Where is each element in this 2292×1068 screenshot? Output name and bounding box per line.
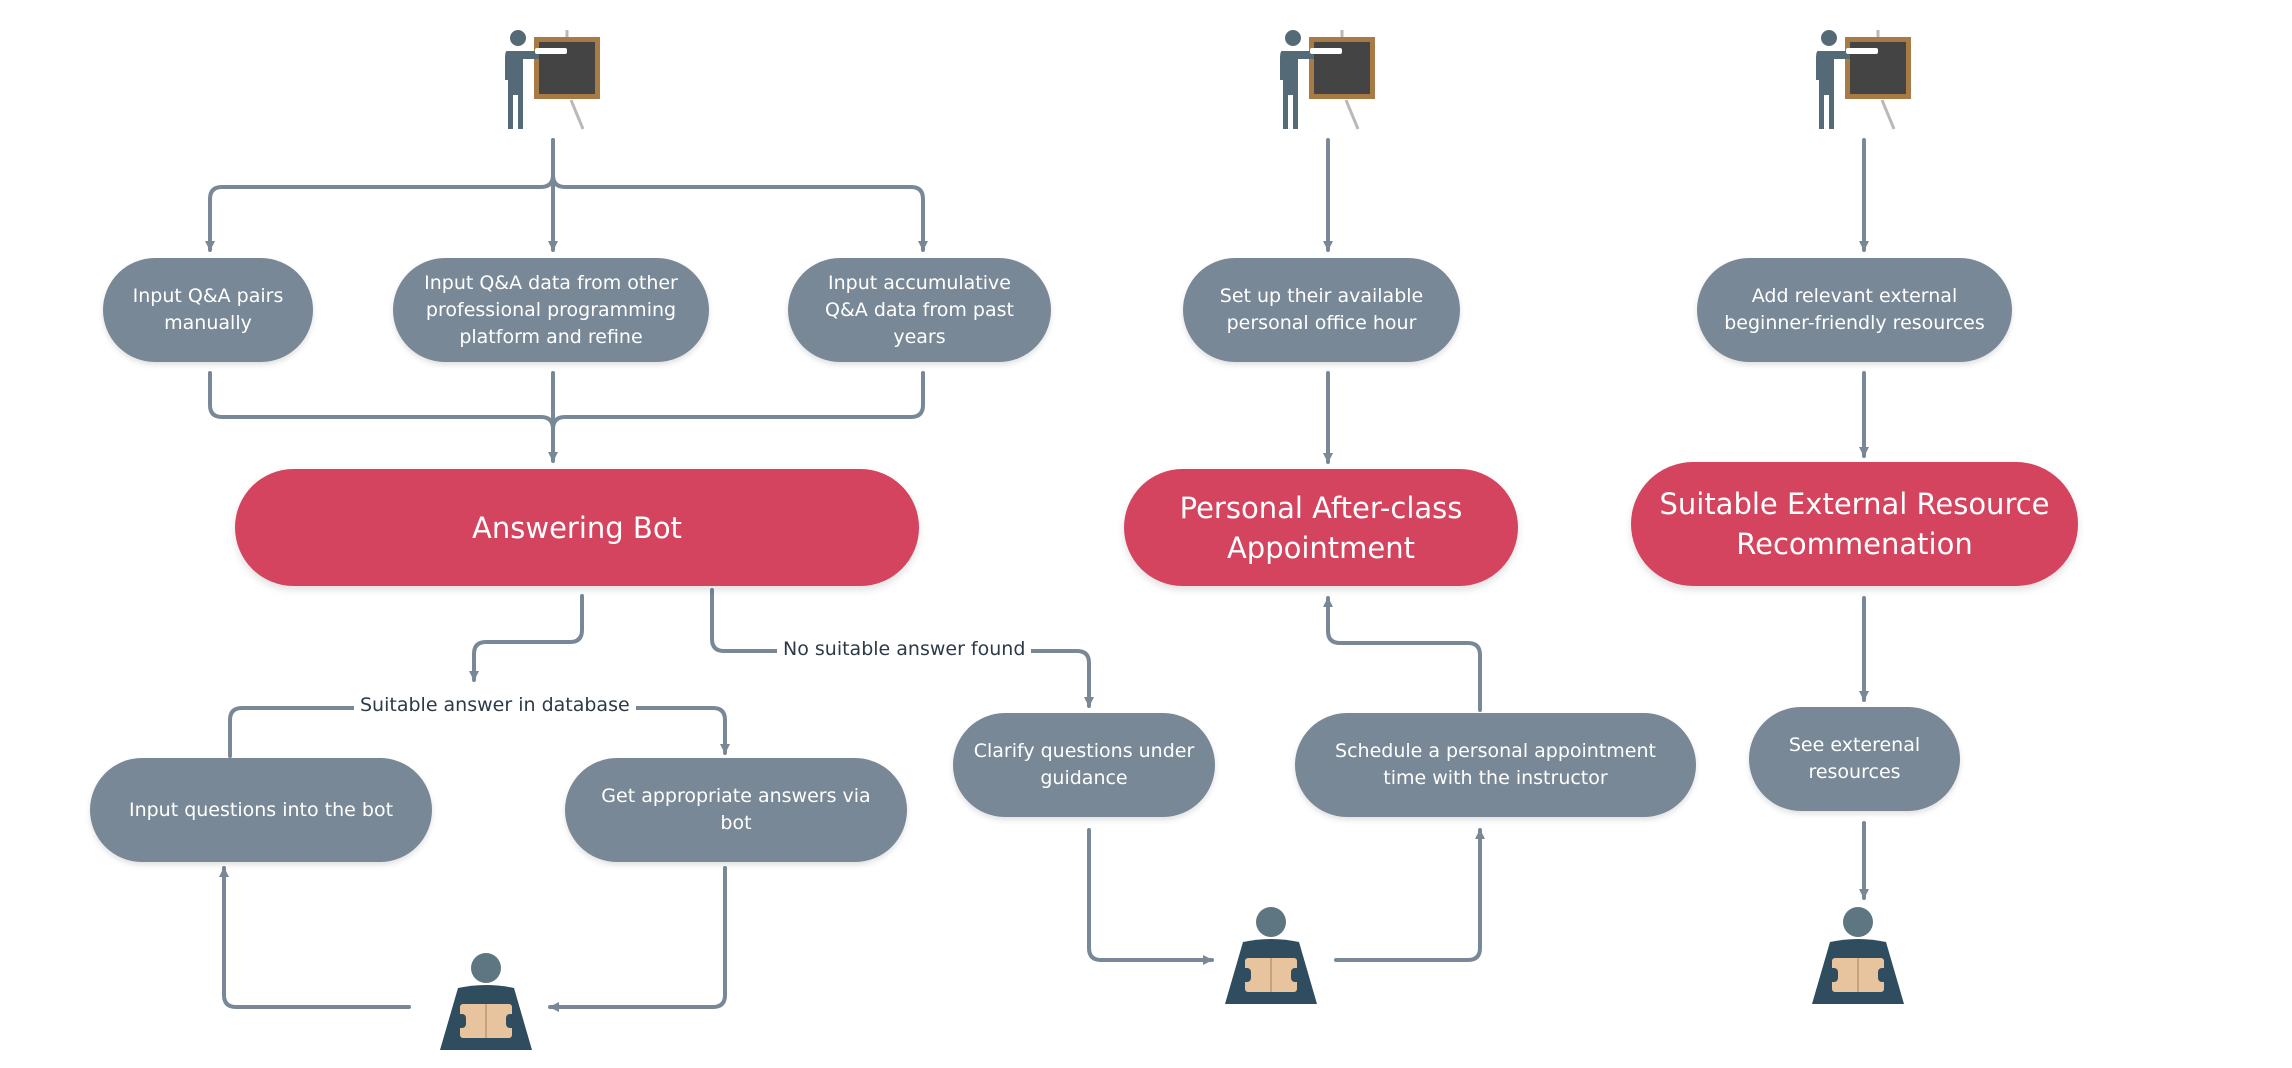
student-icon [1812,907,1904,1004]
student-icon [440,953,532,1050]
connector-pastyears-to-bot [551,371,925,431]
instructor-icon [1280,30,1375,130]
node-clarify-questions: Clarify questions under guidance [953,713,1215,817]
node-add-resources: Add relevant external beginner-friendly … [1697,258,2012,362]
instructor-icon [1816,30,1911,130]
student-icon [1225,907,1317,1004]
node-schedule-appointment: Schedule a personal appointment time wit… [1295,713,1696,817]
label-suitable-answer: Suitable answer in database [354,693,636,717]
connector-answer-to-student [548,866,727,1012]
connector-instructor-to-pastyears [551,173,928,252]
node-get-answers: Get appropriate answers via bot [565,758,907,862]
hub-answering-bot: Answering Bot [235,469,919,586]
node-see-resources: See exterenal resources [1749,707,1960,811]
instructor-icon [505,30,600,130]
connector-student2-to-schedule [1334,828,1485,962]
connector-student-to-ask [219,866,411,1009]
node-input-qa-platform: Input Q&A data from other professional p… [393,258,709,362]
connector-schedule-to-appointment [1323,596,1482,712]
connector-clarify-to-student2 [1087,828,1214,965]
node-input-qa-past-years: Input accumulative Q&A data from past ye… [788,258,1051,362]
node-office-hour: Set up their available personal office h… [1183,258,1460,362]
connector-manual-to-bot [208,371,555,431]
label-no-suitable-answer: No suitable answer found [777,637,1032,661]
hub-after-class-appointment: Personal After-class Appointment [1124,469,1518,586]
connector-bot-to-database [469,594,584,682]
connector-instructor-to-manual [205,138,555,252]
hub-resource-recommendation: Suitable External Resource Recommenation [1631,462,2078,586]
node-input-questions: Input questions into the bot [90,758,432,862]
node-input-qa-manually: Input Q&A pairs manually [103,258,313,362]
